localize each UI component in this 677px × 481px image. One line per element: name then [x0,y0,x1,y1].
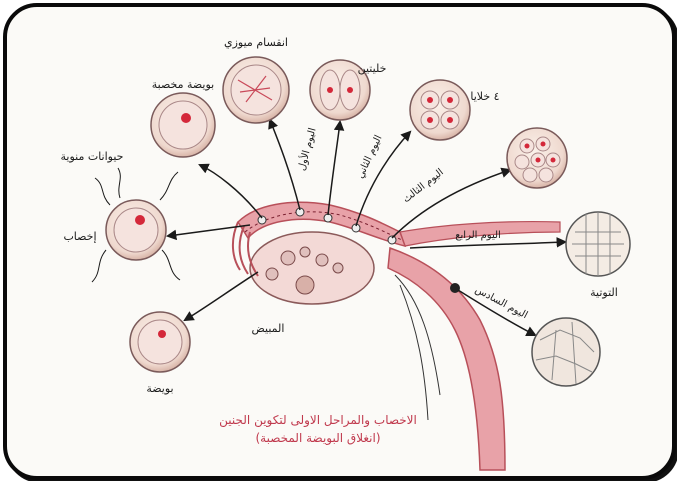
reproductive-tract [233,202,560,470]
label-sperm: حيوانات منوية [61,150,124,163]
label-fertilization: إخصاب [63,230,96,243]
label-day2: اليوم الثاني [355,134,385,181]
fertilized-egg-cell [151,93,215,157]
egg-cell [130,312,190,372]
label-ovary: المبيض [252,322,285,335]
caption-line1: الاخصاب والمراحل الاولى لتكوين الجنين [219,413,417,428]
label-egg: بويضة [146,382,173,395]
label-fertilized-egg: بويضة مخصبة [152,78,215,91]
label-meiosis: انقسام ميوزي [224,36,288,49]
blastocyst-cell [532,318,600,386]
eight-cell-stage [507,128,567,188]
label-two-cells: خليتين [358,62,387,75]
label-morula: التوتية [590,286,618,299]
meiosis-cell [223,57,289,123]
label-four-cells: ٤ خلايا [470,90,499,103]
label-day1: اليوم الأول [295,126,319,172]
caption-line2: (انغلاق البويضة المخصبة) [255,431,380,446]
label-day3: اليوم الثالث [401,167,446,205]
label-day4: اليوم الرابع [455,230,501,241]
ovary [250,232,374,304]
fertilization-cell [92,168,180,282]
four-cell-stage [410,80,470,140]
morula-cell [566,212,630,276]
